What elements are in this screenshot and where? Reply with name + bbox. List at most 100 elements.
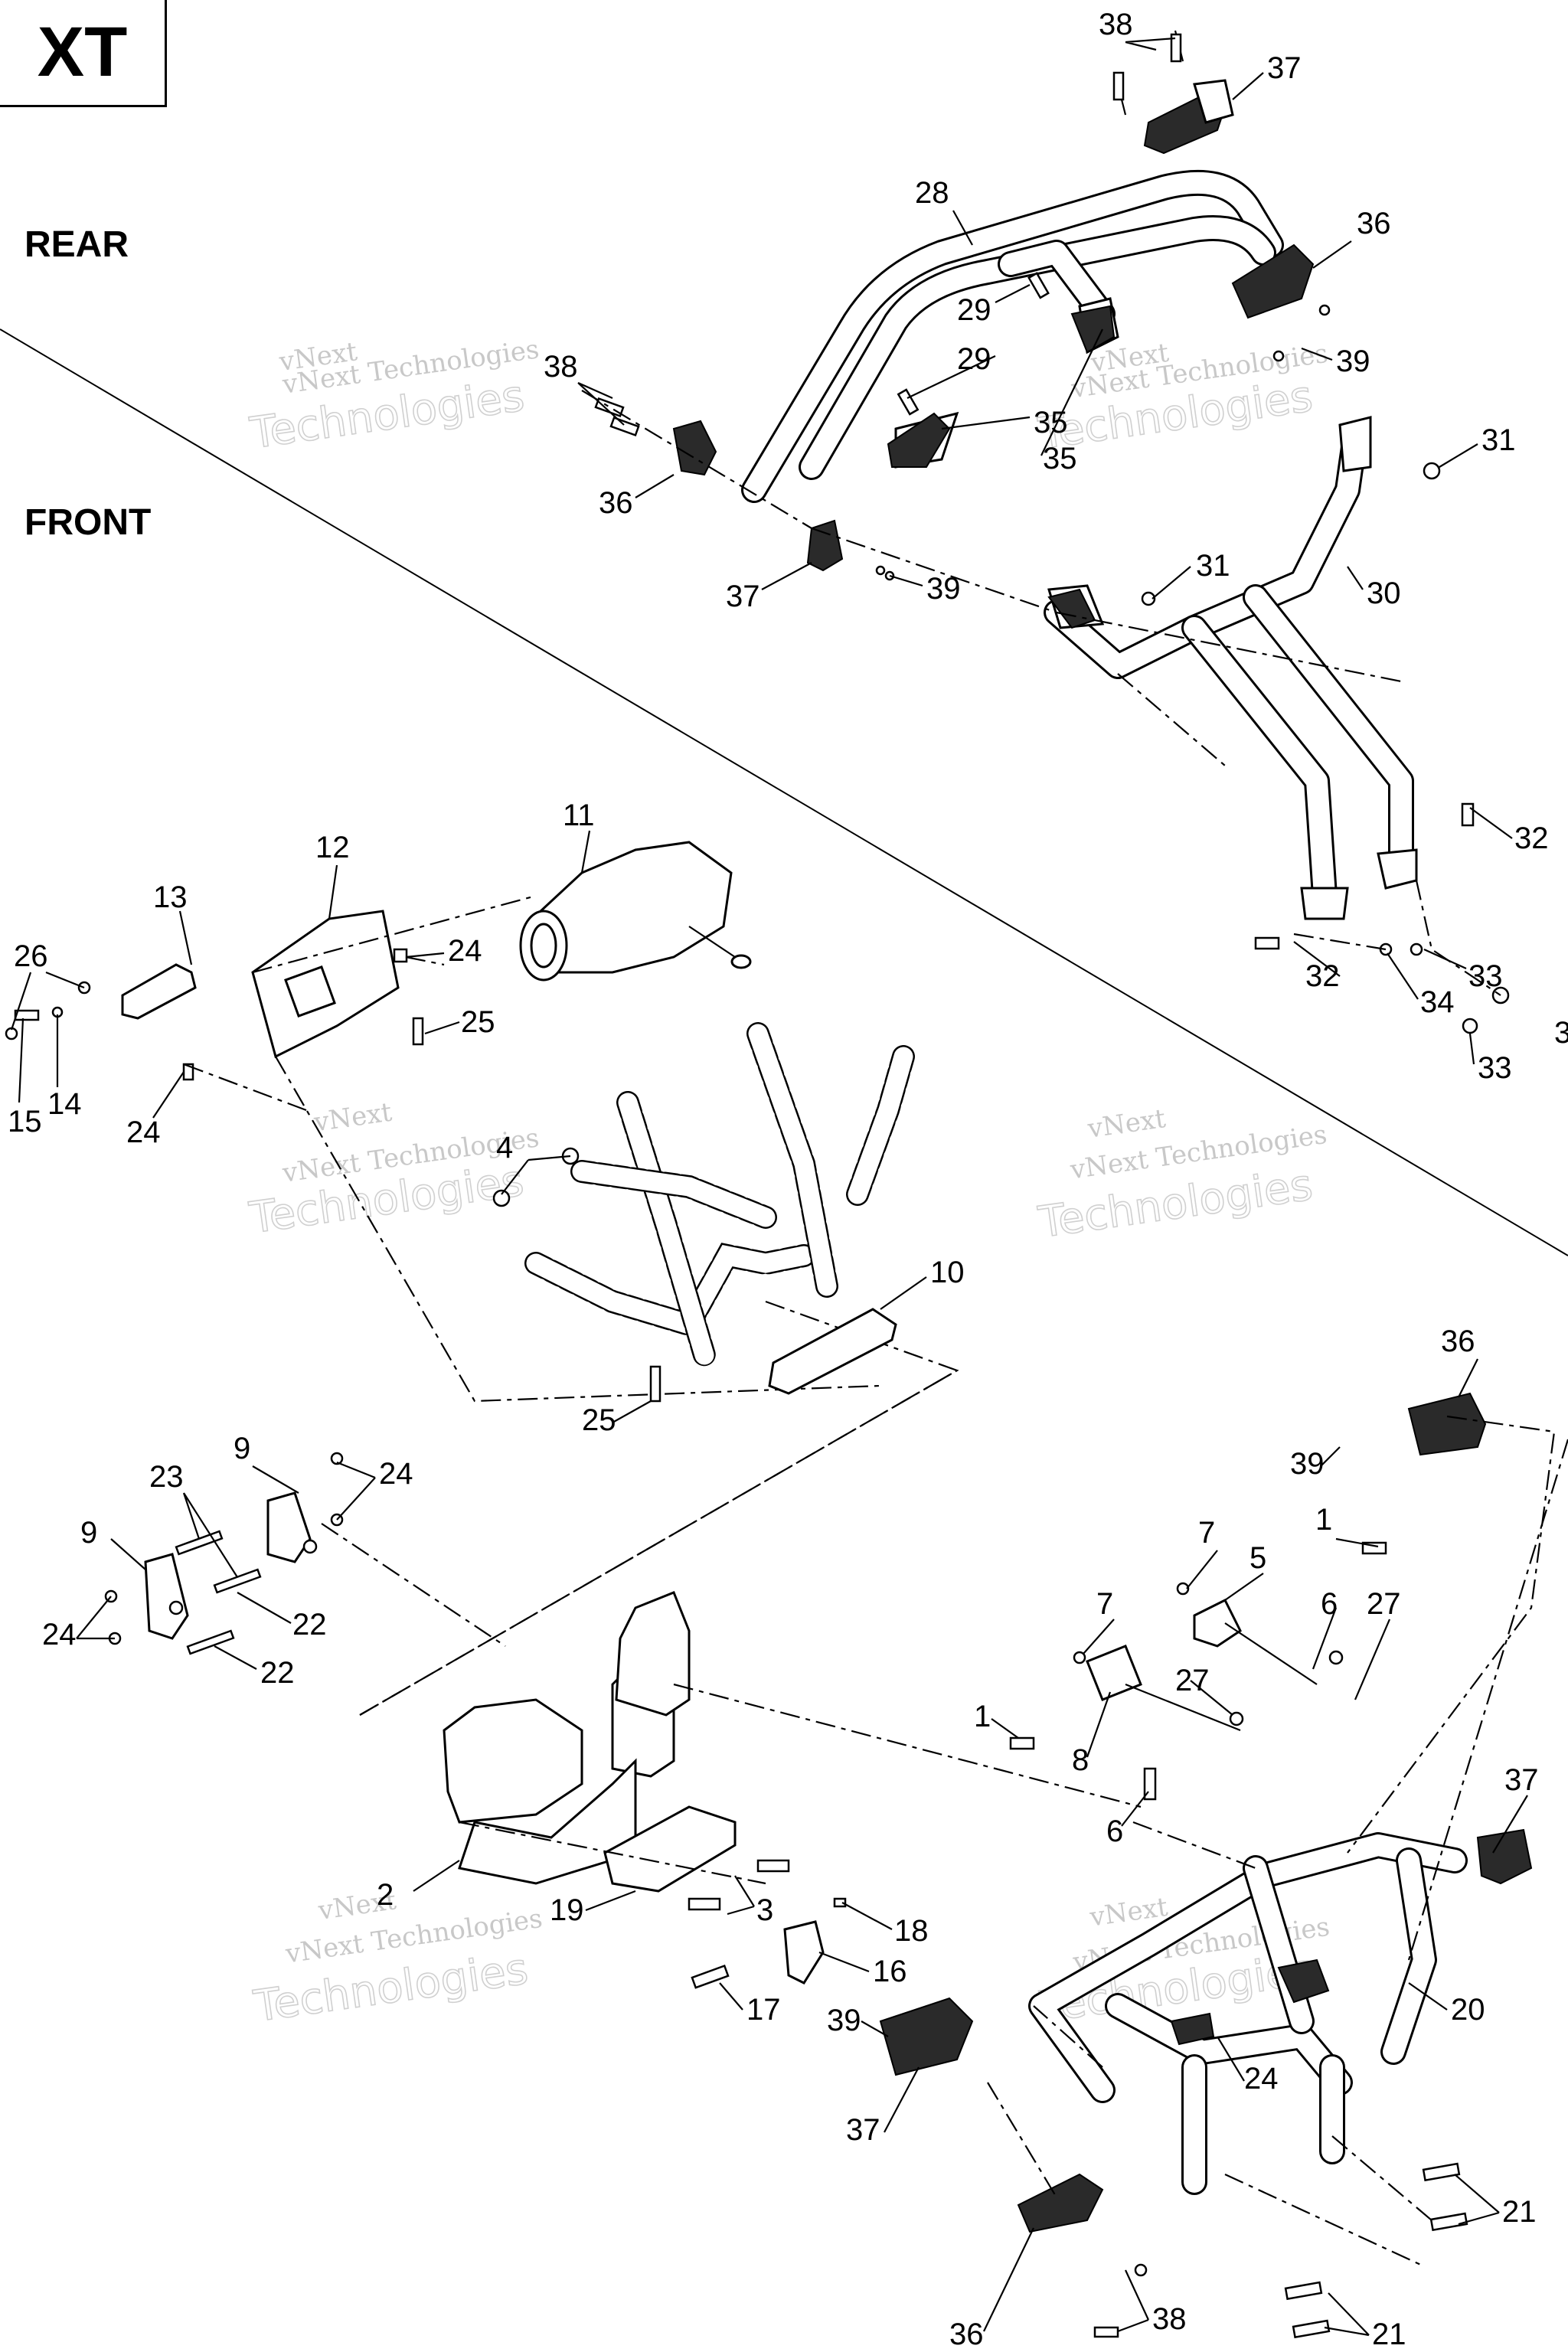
callout-labels: 38 37 28 36 29 39 38 29 35 35 31 36 37 3…: [8, 8, 1568, 2351]
callout-30: 30: [1367, 577, 1401, 610]
callout-39a: 39: [1336, 345, 1370, 378]
callout-9a: 9: [234, 1432, 250, 1465]
winch-dash-lines: [183, 894, 959, 1716]
callout-24c: 24: [379, 1457, 413, 1491]
callout-1b: 1: [974, 1700, 991, 1733]
callout-2: 2: [377, 1878, 394, 1912]
callout-24e: 24: [1244, 2062, 1279, 2096]
bumper-bolts-21: [1093, 2162, 1468, 2339]
callout-8: 8: [1072, 1743, 1089, 1777]
callout-22a: 22: [292, 1608, 327, 1642]
brackets-9: [144, 1491, 318, 1640]
callout-25b: 25: [582, 1403, 616, 1437]
front-right-dash-lines: [987, 1415, 1568, 2267]
callout-38c: 38: [1152, 2302, 1187, 2336]
callout-20: 20: [1451, 1993, 1485, 2027]
rear-fasteners: [594, 30, 1510, 1034]
callout-19: 19: [550, 1893, 584, 1927]
watermark-4: vNext vNext Technologies Technologies: [1034, 1103, 1328, 1249]
callout-15: 15: [8, 1105, 42, 1138]
rod-6b: [1125, 1683, 1241, 1732]
pin-18: [833, 1897, 847, 1908]
watermark-5: vNext vNext Technologies Technologies: [250, 1885, 544, 2032]
callout-37a: 37: [1267, 51, 1302, 85]
callout-33b: 33: [1478, 1051, 1512, 1085]
callout-leaders: [10, 37, 1528, 2337]
callout-32a: 32: [1514, 822, 1549, 855]
bolt-3a: [756, 1859, 790, 1873]
callout-16: 16: [873, 1955, 907, 1988]
front-label: FRONT: [24, 502, 152, 543]
callout-11: 11: [563, 799, 595, 832]
callout-24a: 24: [448, 934, 482, 968]
callout-36d: 36: [949, 2318, 984, 2351]
callout-24b: 24: [126, 1116, 161, 1149]
callout-35b: 35: [1043, 442, 1077, 475]
front-bumper-tube-20: [1028, 1832, 1468, 2195]
callout-25a: 25: [461, 1005, 495, 1039]
guard-36-left: [672, 420, 717, 476]
callout-27a: 27: [1367, 1587, 1401, 1621]
rod-6a: [1224, 1622, 1318, 1685]
rear-front-divider: [0, 328, 1568, 1256]
bolt-3b: [688, 1897, 721, 1911]
rear-bumper-upper-28: [741, 169, 1284, 503]
callout-37c: 37: [1504, 1763, 1539, 1797]
model-badge: XT: [0, 0, 167, 107]
callout-28: 28: [915, 176, 949, 210]
watermark-1: vNext vNext Technologies Technologies: [247, 334, 541, 459]
rear-bumper-lower-30: [1044, 416, 1418, 920]
callout-23: 23: [149, 1460, 184, 1494]
front-bumper-2: [443, 1591, 691, 1885]
callout-29a: 29: [957, 293, 991, 327]
callout-1a: 1: [1315, 1503, 1332, 1537]
svg-text:vNext: vNext: [312, 1097, 394, 1138]
callout-6b: 6: [1106, 1815, 1123, 1848]
front-dash-lines: [321, 1370, 1142, 1885]
callout-36a: 36: [1357, 207, 1391, 240]
callout-3: 3: [756, 1893, 773, 1927]
bracket-8: [1086, 1645, 1142, 1701]
callout-7b: 7: [1096, 1587, 1113, 1621]
callout-39c: 39: [1290, 1447, 1325, 1481]
front-guards: [879, 1392, 1533, 2233]
winch-plate-12: [251, 910, 400, 1059]
front-frame-mount: [524, 1022, 915, 1367]
bracket-13: [121, 963, 197, 1020]
callout-4: 4: [496, 1131, 513, 1165]
callout-10: 10: [930, 1256, 965, 1289]
clip-16: [783, 1920, 825, 1984]
callout-22b: 22: [260, 1656, 295, 1690]
callout-39b: 39: [926, 572, 961, 606]
bolt-25: [649, 1365, 662, 1403]
callout-36c: 36: [1441, 1325, 1475, 1358]
callout-21a: 21: [1502, 2195, 1537, 2229]
callout-37b: 37: [726, 580, 760, 613]
bracket-5: [1193, 1598, 1242, 1648]
callout-31b: 31: [1196, 549, 1230, 583]
watermark-2: vNext vNext Technologies Technologies: [1034, 338, 1330, 460]
rear-dash-lines: [581, 390, 1501, 996]
callout-3-cut: 3: [1554, 1016, 1568, 1050]
callout-18: 18: [894, 1914, 929, 1948]
callout-17: 17: [746, 1993, 781, 2027]
nut-4b: [492, 1189, 511, 1207]
front-fasteners: [104, 1452, 344, 1655]
callout-9b: 9: [80, 1516, 97, 1550]
bolt-17: [691, 1964, 730, 1989]
callout-5: 5: [1250, 1541, 1266, 1575]
callout-31a: 31: [1481, 423, 1516, 457]
callout-32b: 32: [1305, 959, 1340, 993]
winch-11: [519, 841, 752, 982]
guard-36-right: [1231, 243, 1315, 319]
callout-29b: 29: [957, 342, 991, 376]
callout-33a: 33: [1468, 959, 1503, 993]
bracket-35-b: [1070, 305, 1116, 354]
svg-text:vNext: vNext: [1085, 1103, 1168, 1145]
callout-38b: 38: [544, 350, 578, 384]
callout-7a: 7: [1198, 1516, 1215, 1550]
callout-13: 13: [153, 880, 188, 914]
callout-37d: 37: [846, 2113, 880, 2147]
callout-21b: 21: [1372, 2318, 1406, 2351]
